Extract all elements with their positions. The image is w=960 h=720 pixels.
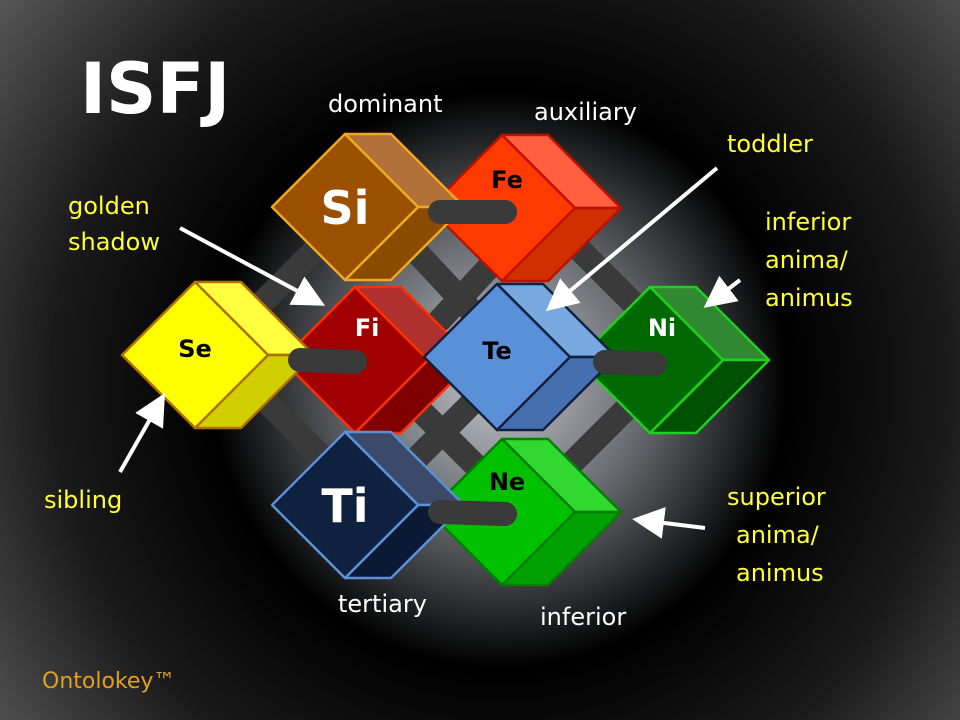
arrow-superior-anima xyxy=(632,507,706,539)
cube-label-fe: Fe xyxy=(491,166,523,194)
cube-front-face xyxy=(270,430,420,580)
label-tertiary: tertiary xyxy=(338,590,427,618)
bar-ne-ni xyxy=(558,388,647,477)
bar-se-fi-handle xyxy=(288,348,367,374)
label-dominant: dominant xyxy=(328,90,443,118)
label-superior-anima-1: superior xyxy=(727,483,826,511)
cube-front-face xyxy=(270,132,420,282)
cube-label-te: Te xyxy=(482,337,511,365)
cube-label-si: Si xyxy=(321,181,370,235)
bar-te-ni-handle xyxy=(593,350,667,376)
label-shadow: shadow xyxy=(68,228,160,256)
arrows xyxy=(118,166,742,539)
arrow-golden-shadow xyxy=(179,226,326,306)
cube-ti: Ti xyxy=(270,430,466,580)
cube-label-se: Se xyxy=(178,335,212,363)
cube-fe: Fe xyxy=(427,133,623,283)
cube-label-ni: Ni xyxy=(648,314,676,342)
label-toddler: toddler xyxy=(727,130,813,158)
label-inferior-anima-2: anima/ xyxy=(765,246,849,274)
cube-si: Si xyxy=(270,132,466,282)
arrow-inferior-anima xyxy=(703,275,742,308)
label-golden: golden xyxy=(68,192,150,220)
connector-bars-front xyxy=(288,200,667,526)
arrow-toddler xyxy=(545,166,719,312)
cube-label-fi: Fi xyxy=(355,314,380,342)
label-superior-anima-3: animus xyxy=(736,559,824,587)
label-inferior-anima-3: animus xyxy=(765,284,853,312)
bar-ti-ne-handle xyxy=(428,500,517,526)
label-superior-anima-2: anima/ xyxy=(736,521,820,549)
cube-front-face xyxy=(120,280,270,430)
arrow-sibling xyxy=(118,393,165,473)
cube-label-ne: Ne xyxy=(489,468,525,496)
cube-te: Te xyxy=(422,282,618,432)
cube-front-face xyxy=(422,282,572,432)
label-inferior: inferior xyxy=(540,603,626,631)
label-inferior-anima-1: inferior xyxy=(765,208,851,236)
bar-si-te xyxy=(398,233,492,332)
label-auxiliary: auxiliary xyxy=(534,98,637,126)
footer-dots: ........ xyxy=(653,661,684,675)
cube-se: Se xyxy=(120,280,316,430)
cube-label-ti: Ti xyxy=(321,479,368,533)
label-sibling: sibling xyxy=(44,486,122,514)
brand-logo-text: Ontolokey™ xyxy=(42,669,175,694)
page-title: ISFJ xyxy=(80,48,230,130)
